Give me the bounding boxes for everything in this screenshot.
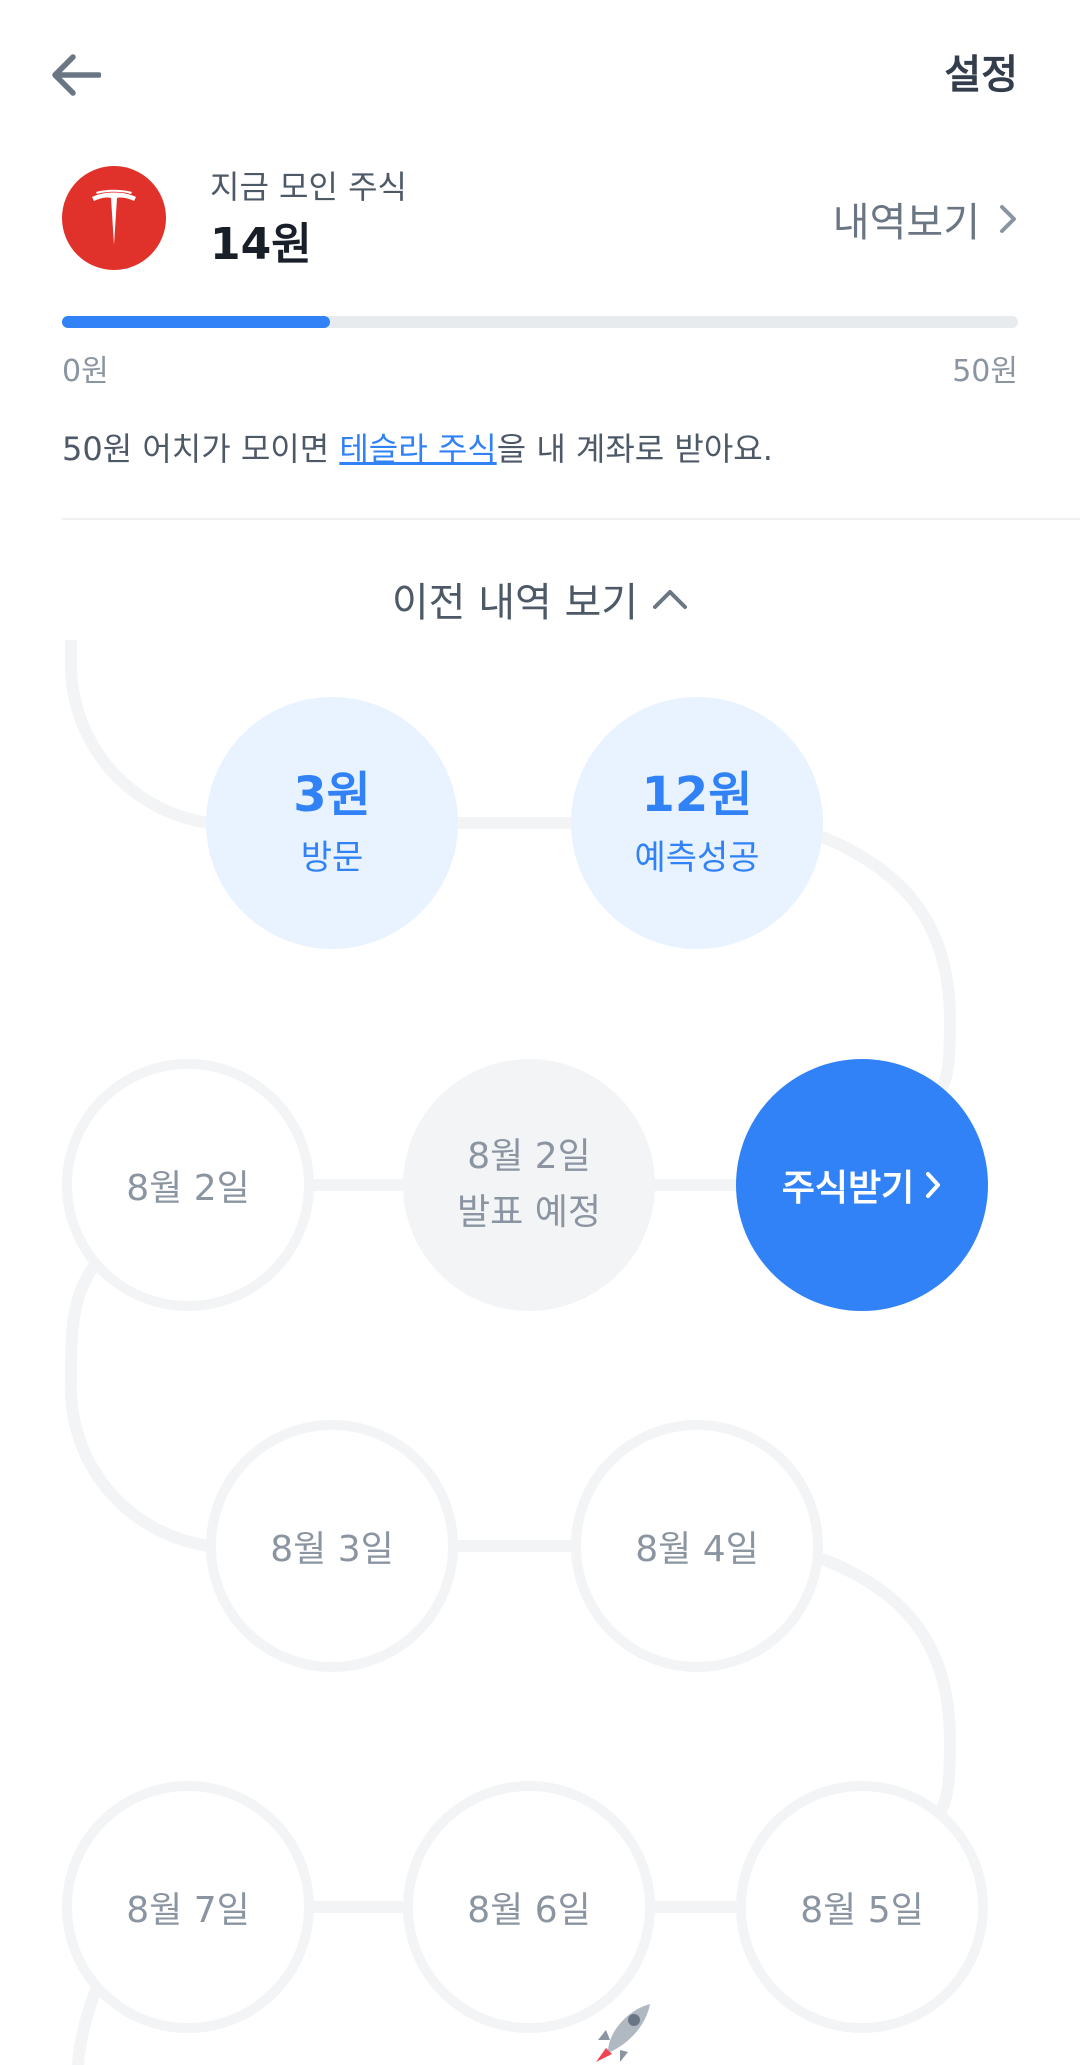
date-node: 8월 4일 <box>571 1420 823 1672</box>
history-link[interactable]: 내역보기 <box>833 190 1018 248</box>
goal-description-suffix: 을 내 계좌로 받아요. <box>496 430 773 468</box>
top-bar: 설정 <box>0 0 1080 140</box>
divider <box>62 518 1080 520</box>
date-node: 8월 3일 <box>206 1420 458 1672</box>
back-button[interactable] <box>40 40 110 110</box>
progress-fill <box>62 316 330 328</box>
stock-link[interactable]: 테슬라 주식 <box>339 430 497 468</box>
receive-stock-label: 주식받기 <box>781 1168 915 1209</box>
history-link-label: 내역보기 <box>832 200 980 246</box>
chevron-up-icon <box>653 590 688 609</box>
pending-date: 8월 2일 <box>467 1136 591 1178</box>
settings-button[interactable]: 설정 <box>944 52 1018 98</box>
progress-path <box>64 640 957 2065</box>
progress-bar <box>62 316 1018 328</box>
pending-status: 발표 예정 <box>457 1192 601 1233</box>
current-amount-label: 지금 모인 주식 <box>210 168 407 206</box>
earned-label: 방문 <box>300 838 364 879</box>
tesla-logo-icon <box>62 166 166 270</box>
date-label: 8월 7일 <box>126 1890 250 1931</box>
date-label: 8월 4일 <box>635 1529 759 1570</box>
date-node: 8월 7일 <box>62 1781 314 2033</box>
date-label: 8월 6일 <box>467 1890 591 1931</box>
receive-stock-button[interactable]: 주식받기 <box>736 1059 988 1311</box>
date-node: 8월 2일 <box>62 1059 314 1311</box>
date-label: 8월 2일 <box>126 1168 250 1209</box>
earned-amount: 3원 <box>293 766 371 823</box>
goal-description-prefix: 50원 어치가 모이면 <box>62 430 340 468</box>
earned-amount: 12원 <box>641 766 753 823</box>
goal-description: 50원 어치가 모이면 테슬라 주식을 내 계좌로 받아요. <box>62 424 773 470</box>
previous-history-label: 이전 내역 보기 <box>391 580 639 626</box>
progress-min-label: 0원 <box>62 354 109 389</box>
date-label: 8월 5일 <box>800 1890 924 1931</box>
date-label: 8월 3일 <box>270 1529 394 1570</box>
rocket-icon <box>596 2004 650 2062</box>
earned-label: 예측성공 <box>634 838 760 879</box>
date-node: 8월 5일 <box>736 1781 988 2033</box>
current-amount-value: 14원 <box>210 219 312 270</box>
earned-node-prediction: 12원 예측성공 <box>571 697 823 949</box>
progress-max-label: 50원 <box>952 354 1018 389</box>
earned-node-visit: 3원 방문 <box>206 697 458 949</box>
chevron-right-icon <box>926 1172 941 1198</box>
date-node: 8월 6일 <box>403 1781 655 2033</box>
chevron-right-icon <box>1000 205 1016 233</box>
pending-node: 8월 2일 발표 예정 <box>403 1059 655 1311</box>
arrow-left-icon <box>52 54 101 96</box>
previous-history-toggle[interactable]: 이전 내역 보기 <box>0 570 1080 628</box>
